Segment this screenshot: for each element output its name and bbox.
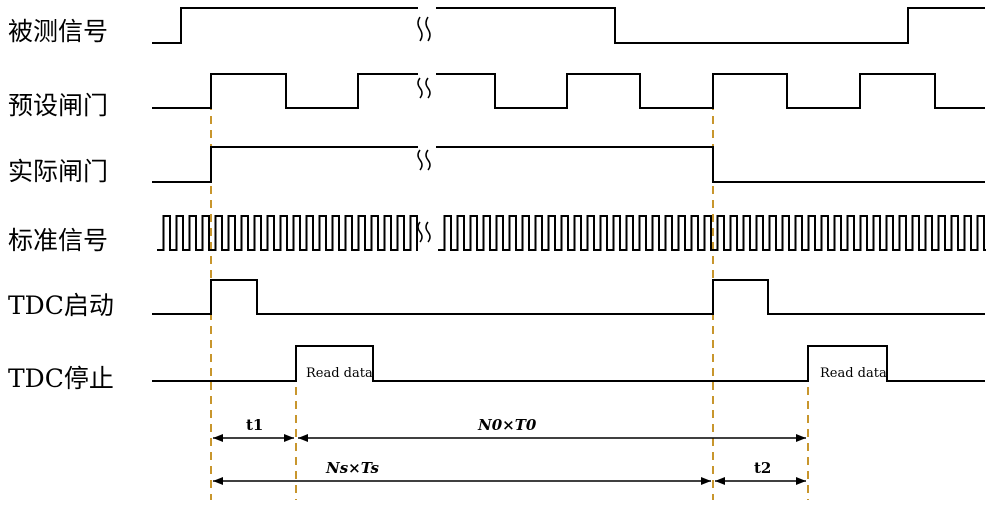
waveform-measured (152, 7, 418, 44)
signal-label-preset-gate: 预设闸门 (8, 91, 109, 120)
read-data-label-2: Read data (820, 366, 887, 381)
signal-label-standard: 标准信号 (8, 226, 109, 255)
dimension-label-t1: t1 (246, 416, 263, 434)
arrowhead (796, 434, 806, 442)
waveform-actual-gate-cont (436, 146, 985, 183)
break-mark-preset-gate (417, 77, 431, 99)
signal-label-measured: 被测信号 (8, 17, 109, 46)
waveform-preset-gate-cont (436, 73, 985, 109)
waveform-standard (157, 215, 418, 251)
arrowhead (796, 477, 806, 485)
dimension-label-n0t0: N0×T0 (477, 416, 537, 434)
waveform-actual-gate (152, 146, 418, 183)
dimension-label-nsts: Ns×Ts (325, 459, 380, 477)
arrowhead (284, 434, 294, 442)
break-mark-standard (417, 221, 431, 243)
signal-label-tdc-start: TDC启动 (8, 291, 114, 320)
break-mark-measured (417, 16, 431, 42)
arrowhead (213, 477, 223, 485)
read-data-label-1: Read data (306, 366, 373, 381)
arrowhead (701, 477, 711, 485)
waveform-standard-cont (438, 215, 986, 251)
break-mark-actual-gate (417, 149, 431, 171)
arrowhead (715, 477, 725, 485)
arrowhead (213, 434, 223, 442)
waveform-tdc-start (152, 279, 985, 315)
dimension-label-t2: t2 (754, 459, 771, 477)
waveform-measured-cont (436, 7, 985, 44)
waveform-preset-gate (152, 73, 418, 109)
signal-label-tdc-stop: TDC停止 (8, 364, 114, 393)
waveform-tdc-stop (152, 345, 985, 382)
signal-label-actual-gate: 实际闸门 (8, 157, 109, 186)
arrowhead (298, 434, 308, 442)
